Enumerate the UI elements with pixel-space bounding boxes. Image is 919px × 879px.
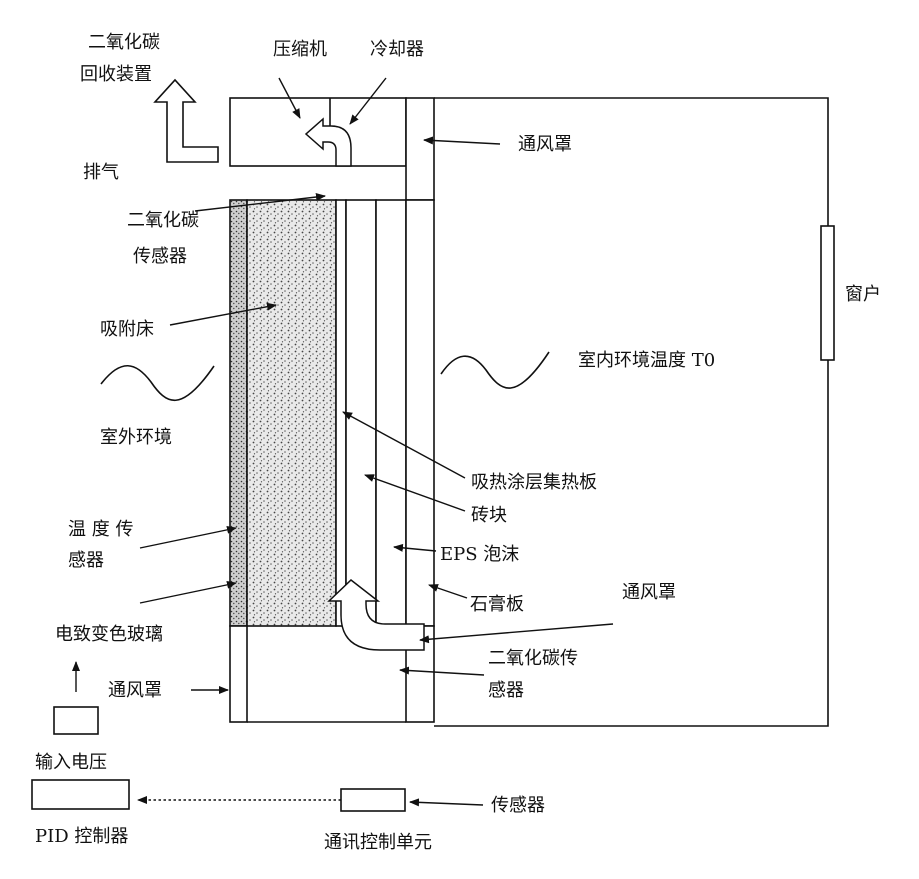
- sensor-to-comm-arrow: [410, 802, 483, 805]
- vent-hood-top-label: 通风罩: [518, 134, 572, 155]
- sensor-label: 传感器: [491, 795, 545, 816]
- gypsum-board-label: 石膏板: [470, 593, 524, 615]
- room-outline: [434, 98, 828, 726]
- co2-sensor-top-label-2: 传感器: [133, 246, 187, 267]
- comm-unit-label: 通讯控制单元: [324, 832, 432, 853]
- comm-unit-box: [341, 789, 405, 811]
- eps-foam-layer: [376, 200, 406, 626]
- absorber-plate-label: 吸热涂层集热板: [471, 472, 597, 493]
- electrochromic-glass: [230, 200, 247, 626]
- exhaust-label: 排气: [83, 162, 119, 183]
- bottom-left-vent: [230, 626, 247, 722]
- right-vent-leader: [420, 624, 613, 640]
- indoor-temp-label: 室内环境温度 T0: [578, 350, 715, 371]
- co2-sensor-bottom-label-2: 感器: [488, 680, 524, 701]
- electrochromic-glass-label: 电致变色玻璃: [55, 624, 163, 645]
- brick-layer: [346, 200, 376, 626]
- cooler-label: 冷却器: [370, 39, 424, 60]
- pid-controller-box: [32, 780, 129, 809]
- top-vent-leader: [424, 140, 500, 144]
- co2-sensor-bottom-label-1: 二氧化碳传: [488, 648, 578, 669]
- electrochromic-leader: [140, 583, 236, 603]
- pid-controller-label: PID 控制器: [35, 826, 128, 847]
- input-voltage-label: 输入电压: [35, 752, 107, 773]
- window: [821, 226, 834, 360]
- temp-sensor-leader: [140, 528, 236, 548]
- brick-label: 砖块: [471, 505, 507, 526]
- indoor-wave: [441, 352, 549, 388]
- vent-hood-right-label: 通风罩: [622, 582, 676, 603]
- vent-hood-bottom-label: 通风罩: [108, 680, 162, 701]
- co2-recovery-label-1: 二氧化碳: [88, 32, 160, 53]
- temp-sensor-label-2: 感器: [68, 550, 104, 571]
- gypsum-board-layer: [406, 200, 434, 626]
- adsorption-bed-label: 吸附床: [100, 319, 154, 340]
- exhaust-arrow: [155, 80, 218, 162]
- outdoor-wave: [101, 366, 214, 401]
- eps-foam-label: EPS 泡沫: [440, 544, 519, 565]
- voltage-box: [54, 707, 98, 734]
- top-vent-duct: [406, 98, 434, 200]
- co2-recovery-label-2: 回收装置: [80, 64, 152, 85]
- outdoor-env-label: 室外环境: [100, 427, 172, 448]
- window-label: 窗户: [845, 284, 881, 305]
- temp-sensor-label-1: 温 度 传: [68, 519, 133, 540]
- adsorption-bed: [247, 200, 336, 626]
- compressor-label: 压缩机: [273, 39, 327, 60]
- co2-sensor-top-label-1: 二氧化碳: [127, 210, 199, 231]
